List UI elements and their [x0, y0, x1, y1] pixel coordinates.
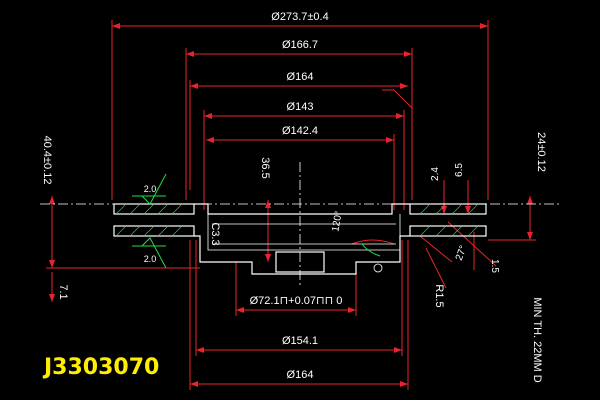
dim-outer-diameter: Ø273.7±0.4 [271, 11, 328, 23]
dim-154: Ø154.1 [282, 335, 318, 347]
dim-164-top: Ø164 [287, 71, 314, 83]
dim-2-4: 2.4 [430, 167, 441, 181]
dim-1-5: 1.5 [489, 259, 500, 273]
radius-label: R1.5 [433, 284, 445, 307]
min-thickness-label: MIN TH. 22MM D [531, 297, 543, 382]
dim-24: 24±0.12 [535, 132, 547, 172]
dim-142: Ø142.4 [282, 125, 318, 137]
dim-total-height: 40.4±0.12 [41, 136, 53, 185]
dim-164-bottom: Ø164 [287, 369, 314, 381]
dimension-lines [46, 20, 536, 390]
dim-143: Ø143 [287, 101, 314, 113]
angle-27-label: 27° [454, 244, 470, 262]
flat-top-label: 2.0 [144, 184, 157, 194]
dimension-labels: Ø273.7±0.4 Ø166.7 Ø164 Ø143 Ø142.4 Ø72.1… [41, 11, 547, 383]
flat-bottom-label: 2.0 [144, 254, 157, 264]
part-number: J3303070 [42, 355, 159, 380]
dim-36: 36.5 [259, 157, 271, 178]
disc-section [40, 162, 560, 288]
dim-6-5: 6.5 [454, 163, 465, 177]
dim-166: Ø166.7 [282, 39, 318, 51]
chamfer-label: C3.3 [209, 222, 221, 245]
dim-72: Ø72.1⊓+0.07⊓⊓ 0 [250, 295, 343, 307]
section-hatching [115, 173, 479, 269]
angle-120-label: 120° [330, 210, 344, 232]
dim-7: 7.1 [57, 284, 69, 299]
